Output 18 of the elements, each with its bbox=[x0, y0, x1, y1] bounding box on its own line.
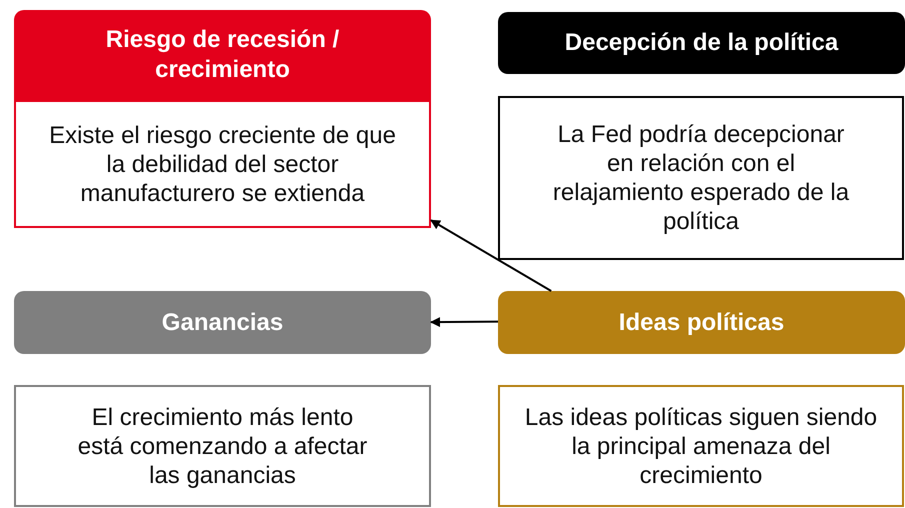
heading-text: Riesgo de recesión / crecimiento bbox=[104, 25, 340, 85]
heading-banner bbox=[14, 291, 431, 354]
body-text: La Fed podría decepcionar en relación con el relajamiento esperado de la política bbox=[552, 120, 850, 236]
arrow bbox=[430, 219, 552, 292]
body-text: Existe el riesgo creciente de que la debilidad del sector manufacturero se extienda bbox=[48, 120, 397, 208]
arrow bbox=[430, 317, 498, 328]
text-box bbox=[498, 385, 904, 507]
body-text: El crecimiento más lento está comenzando a afectar las ganancias bbox=[76, 402, 368, 490]
heading-banner bbox=[498, 291, 905, 354]
text-box bbox=[14, 385, 431, 507]
heading-banner bbox=[498, 12, 905, 74]
heading-text: Ideas políticas bbox=[618, 308, 784, 338]
text-box bbox=[14, 100, 431, 228]
text-box bbox=[498, 96, 904, 260]
heading-banner bbox=[14, 10, 431, 100]
body-text: Las ideas políticas siguen siendo la principal amenaza del crecimiento bbox=[524, 402, 878, 490]
heading-text: Ganancias bbox=[162, 308, 284, 338]
heading-text: Decepción de la política bbox=[564, 28, 838, 58]
